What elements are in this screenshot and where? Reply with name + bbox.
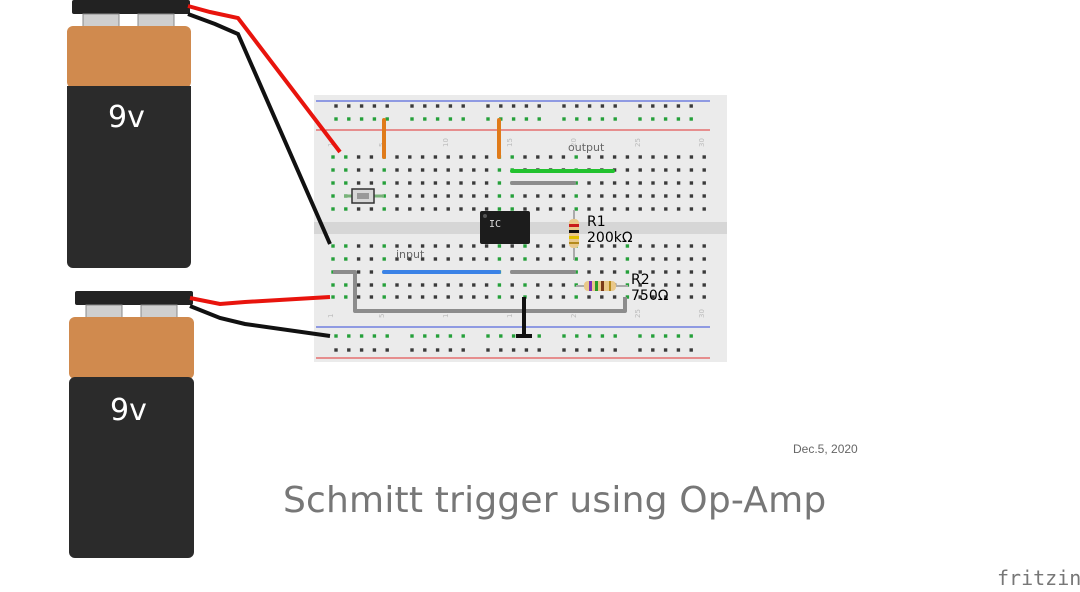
battery-1-red-lead — [187, 4, 342, 154]
ic-label: IC — [489, 219, 502, 230]
resistor-r2 — [576, 281, 628, 291]
black-ground-wire — [516, 297, 532, 338]
battery-1 — [67, 0, 191, 268]
svg-text:30: 30 — [698, 309, 706, 318]
pushbutton — [344, 188, 384, 204]
r1-value: 200kΩ — [587, 230, 633, 246]
grey-wire-loop — [333, 270, 627, 313]
svg-text:25: 25 — [634, 309, 642, 318]
battery-2-label: 9v — [110, 393, 147, 428]
svg-text:10: 10 — [442, 138, 450, 147]
diagram-title: Schmitt trigger using Op-Amp — [283, 480, 827, 521]
svg-text:25: 25 — [634, 138, 642, 147]
breadboard-holes — [331, 104, 706, 352]
resistor-r1 — [569, 210, 579, 260]
r2-name: R2 — [631, 272, 650, 288]
battery-1-black-lead — [187, 12, 332, 245]
op-amp-ic — [480, 211, 530, 244]
battery-2 — [69, 291, 194, 558]
r1-name: R1 — [587, 214, 606, 230]
battery-2-red-lead — [189, 295, 331, 307]
svg-text:1: 1 — [327, 314, 335, 318]
column-numbers: 115510101515202025253030 — [327, 138, 706, 318]
svg-text:20: 20 — [570, 138, 578, 147]
fritzing-logo: fritzing — [997, 566, 1080, 590]
svg-text:10: 10 — [442, 309, 450, 318]
svg-text:30: 30 — [698, 138, 706, 147]
input-label: input — [396, 248, 425, 261]
svg-text:15: 15 — [506, 138, 514, 147]
r2-value: 750Ω — [631, 288, 669, 304]
output-label: output — [568, 141, 605, 154]
svg-text:20: 20 — [570, 309, 578, 318]
date-label: Dec.5, 2020 — [793, 442, 858, 456]
svg-text:1: 1 — [327, 143, 335, 147]
battery-1-label: 9v — [108, 100, 145, 135]
battery-2-black-lead — [189, 304, 331, 338]
svg-text:15: 15 — [506, 309, 514, 318]
svg-text:5: 5 — [378, 314, 386, 318]
